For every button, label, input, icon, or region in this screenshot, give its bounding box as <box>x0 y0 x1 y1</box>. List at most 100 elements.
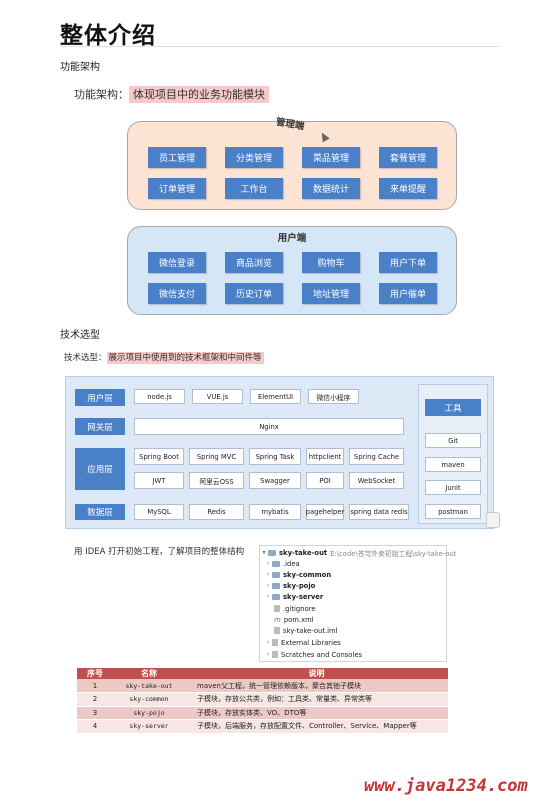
tech-item: Redis <box>189 504 244 520</box>
function-arch-highlight: 体现项目中的业务功能模块 <box>129 86 269 103</box>
admin-btn-statistics[interactable]: 数据统计 <box>302 178 360 199</box>
tech-layers: 用户层 node.js VUE.js ElementUI 微信小程序 网关层 N… <box>75 385 412 520</box>
header-name: 名称 <box>113 668 185 679</box>
module-folder-icon <box>272 582 280 589</box>
cell-no: 1 <box>77 679 113 693</box>
user-btn-place-order[interactable]: 用户下单 <box>379 252 437 273</box>
tree-root-name: sky-take-out <box>279 548 328 557</box>
table-row: 2 sky-common 子模块，存放公共类，例如：工具类、常量类、异常类等 <box>77 692 448 707</box>
cell-name: sky-take-out <box>113 679 185 693</box>
tree-row[interactable]: › .idea <box>264 558 300 569</box>
tree-label: sky-pojo <box>283 581 316 590</box>
cell-no: 2 <box>77 692 113 707</box>
tree-row[interactable]: › sky-server <box>264 591 323 602</box>
tools-column: 工具 Git maven Junit postman <box>418 384 488 524</box>
chevron-right-icon[interactable]: › <box>266 593 270 600</box>
cell-name: sky-pojo <box>113 706 185 720</box>
user-btn-address[interactable]: 地址管理 <box>302 283 360 304</box>
gitignore-file-icon <box>274 605 280 612</box>
tree-row[interactable]: ›External Libraries <box>264 637 341 648</box>
layer-data-label: 数据层 <box>75 504 125 520</box>
tech-item: JWT <box>134 472 184 489</box>
tree-row[interactable]: .gitignore <box>274 603 316 614</box>
tech-item: ElementUI <box>250 389 301 404</box>
tool-item: postman <box>425 504 481 519</box>
tree-row[interactable]: › sky-common <box>264 569 331 580</box>
table-row: 4 sky-server 子模块，后端服务，存放配置文件、Controller、… <box>77 719 448 734</box>
tech-item: Spring Boot <box>134 448 184 465</box>
admin-btn-workspace[interactable]: 工作台 <box>225 178 283 199</box>
admin-btn-order[interactable]: 订单管理 <box>148 178 206 199</box>
function-arch-line: 功能架构：体现项目中的业务功能模块 <box>74 86 269 103</box>
tech-item: mybatis <box>249 504 301 520</box>
watermark-text: www.java1234.com <box>364 776 528 796</box>
admin-btn-employee[interactable]: 员工管理 <box>148 147 206 168</box>
user-btn-remind[interactable]: 用户催单 <box>379 283 437 304</box>
section-function-label: 功能架构 <box>60 62 100 73</box>
module-folder-icon <box>272 571 280 578</box>
tool-item: Git <box>425 433 481 448</box>
chevron-right-icon[interactable]: › <box>266 571 270 578</box>
cell-desc: 子模块，存放实体类、VO、DTO等 <box>185 706 448 720</box>
project-tree-caption: 用 IDEA 打开初始工程，了解项目的整体结构 <box>74 547 245 557</box>
tech-item: Nginx <box>134 418 404 435</box>
tree-row[interactable]: › Scratches and Consoles <box>264 649 362 660</box>
tech-stack-line: 技术选型：展示项目中使用到的技术框架和中间件等 <box>64 351 264 364</box>
function-arch-prefix: 功能架构： <box>74 88 129 101</box>
user-btn-wechat-pay[interactable]: 微信支付 <box>148 283 206 304</box>
tech-item: node.js <box>134 389 185 404</box>
tech-item: VUE.js <box>192 389 243 404</box>
tree-label: sky-server <box>283 592 324 601</box>
admin-btn-setmeal[interactable]: 套餐管理 <box>379 147 437 168</box>
tree-label: .idea <box>283 559 300 568</box>
cell-no: 4 <box>77 719 113 734</box>
tech-stack-highlight: 展示项目中使用到的技术框架和中间件等 <box>106 352 264 364</box>
tool-item: maven <box>425 457 481 472</box>
maven-file-icon: m <box>274 615 281 624</box>
layer-app-label: 应用层 <box>75 448 125 490</box>
tech-item: 微信小程序 <box>308 389 359 404</box>
chevron-right-icon[interactable]: › <box>266 582 270 589</box>
chevron-right-icon[interactable]: › <box>266 651 270 658</box>
folder-icon <box>272 560 280 567</box>
tree-root-path: E:\code\苍穹外卖初始工程\sky-take-out <box>330 549 457 558</box>
user-btn-wechat-login[interactable]: 微信登录 <box>148 252 206 273</box>
user-btn-history[interactable]: 历史订单 <box>225 283 283 304</box>
chevron-right-icon[interactable]: › <box>266 639 270 646</box>
tech-item: pagehelper <box>306 504 344 520</box>
library-icon <box>272 639 278 646</box>
chevron-down-icon[interactable]: ▾ <box>262 549 266 556</box>
tech-item: Spring MVC <box>189 448 244 465</box>
cell-name: sky-server <box>113 719 185 734</box>
tech-stack-prefix: 技术选型： <box>64 353 107 363</box>
module-folder-icon <box>272 593 280 600</box>
admin-btn-dish[interactable]: 菜品管理 <box>302 147 360 168</box>
layer-user-label: 用户层 <box>75 389 125 406</box>
user-btn-cart[interactable]: 购物车 <box>302 252 360 273</box>
cell-desc: 子模块，存放公共类，例如：工具类、常量类、异常类等 <box>185 692 448 707</box>
user-btn-browse[interactable]: 商品浏览 <box>225 252 283 273</box>
tree-row[interactable]: sky-take-out.iml <box>274 625 338 636</box>
header-no: 序号 <box>77 668 113 679</box>
page-title: 整体介绍 <box>60 23 156 49</box>
tech-item: MySQL <box>134 504 184 520</box>
tech-item: WebSocket <box>349 472 404 489</box>
header-desc: 说明 <box>185 668 448 679</box>
tree-row[interactable]: › sky-pojo <box>264 580 316 591</box>
tree-label: sky-common <box>283 570 332 579</box>
title-divider <box>60 46 500 47</box>
admin-btn-order-alert[interactable]: 来单提醒 <box>379 178 437 199</box>
tree-label: pom.xml <box>283 615 314 624</box>
user-panel-title: 用户端 <box>277 233 307 244</box>
copy-icon[interactable] <box>486 512 500 528</box>
section-tech-label: 技术选型 <box>60 330 100 341</box>
tech-item: Spring Cache <box>349 448 404 465</box>
module-table: 序号 名称 说明 1 sky-take-out maven父工程，统一管理依赖版… <box>77 668 448 734</box>
admin-btn-category[interactable]: 分类管理 <box>225 147 283 168</box>
chevron-right-icon[interactable]: › <box>266 560 270 567</box>
tree-label: .gitignore <box>283 604 316 613</box>
tree-label: Scratches and Consoles <box>281 650 363 659</box>
iml-file-icon <box>274 627 280 634</box>
